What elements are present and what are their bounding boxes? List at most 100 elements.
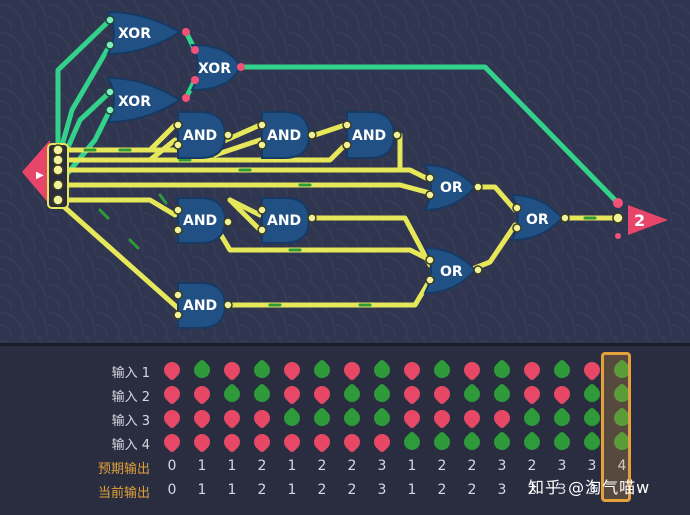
output-value-cell: 1: [227, 458, 237, 474]
output-value-cell: 3: [377, 482, 387, 498]
input-off-icon: [430, 382, 454, 406]
output-value-cell: 1: [197, 482, 207, 498]
output-value-cell: 2: [317, 458, 327, 474]
input-off-icon: [160, 430, 184, 454]
input-off-icon: [190, 382, 214, 406]
and-gate-5[interactable]: AND: [257, 197, 317, 244]
or-gate-2[interactable]: OR: [423, 246, 483, 295]
or-gate-1[interactable]: OR: [423, 163, 483, 212]
input-on-icon: [370, 382, 394, 406]
input-on-icon: [580, 406, 604, 430]
output-value-cell: 3: [497, 482, 507, 498]
output-value-cell: 2: [437, 458, 447, 474]
input-on-icon: [430, 358, 454, 382]
and-gate-2[interactable]: AND: [257, 111, 317, 159]
input-on-icon: [580, 430, 604, 454]
output-value-cell: 2: [467, 482, 477, 498]
input-off-icon: [460, 358, 484, 382]
and-gate-6[interactable]: AND: [173, 282, 233, 329]
input-off-icon: [580, 358, 604, 382]
input-on-icon: [340, 382, 364, 406]
output-value-cell: 1: [287, 482, 297, 498]
input-off-icon: [400, 358, 424, 382]
xor-gate-1[interactable]: XOR: [105, 10, 190, 56]
input-off-icon: [160, 358, 184, 382]
input-on-icon: [310, 358, 334, 382]
input-off-icon: [550, 382, 574, 406]
gate-label: XOR: [198, 61, 231, 77]
input-off-icon: [460, 406, 484, 430]
input-row-4: 输入 4: [0, 430, 690, 454]
input-on-icon: [280, 406, 304, 430]
input-off-icon: [190, 406, 214, 430]
output-value-cell: 4: [617, 458, 627, 474]
input-on-icon: [580, 382, 604, 406]
output-value-cell: 1: [287, 458, 297, 474]
input-off-icon: [370, 430, 394, 454]
row-label: 预期输出: [97, 462, 150, 477]
output-value-cell: 0: [167, 482, 177, 498]
output-value-cell: 2: [257, 458, 267, 474]
input-connector: ▶: [22, 140, 69, 209]
input-off-icon: [340, 430, 364, 454]
or-gate-3[interactable]: OR: [510, 193, 570, 242]
output-value-cell: 3: [557, 482, 567, 498]
row-label: 输入 3: [111, 414, 150, 429]
row-label: 输入 4: [111, 438, 150, 453]
output-value-cell: 3: [497, 458, 507, 474]
gate-label: AND: [267, 128, 301, 144]
input-on-icon: [250, 358, 274, 382]
input-row-1: 输入 1: [0, 358, 690, 382]
xor-gate-2[interactable]: XOR: [105, 76, 190, 124]
input-off-icon: [340, 358, 364, 382]
input-on-icon: [430, 430, 454, 454]
input-on-icon: [250, 382, 274, 406]
and-gate-3[interactable]: AND: [342, 111, 402, 159]
and-gate-1[interactable]: AND: [173, 111, 233, 159]
gate-label: AND: [183, 213, 217, 229]
input-on-icon: [340, 406, 364, 430]
input-row-3: 输入 3: [0, 406, 690, 430]
input-off-icon: [280, 358, 304, 382]
input-on-icon: [400, 430, 424, 454]
input-on-icon: [550, 430, 574, 454]
input-off-icon: [220, 358, 244, 382]
input-on-icon: [310, 406, 334, 430]
output-value-cell: 1: [197, 458, 207, 474]
output-value-cell: 2: [257, 482, 267, 498]
output-value-cell: 2: [437, 482, 447, 498]
input-off-icon: [310, 430, 334, 454]
output-value-cell: 2: [527, 482, 537, 498]
input-on-icon: [490, 430, 514, 454]
and-gate-4[interactable]: AND: [173, 197, 233, 244]
input-on-icon: [520, 430, 544, 454]
gate-label: OR: [440, 264, 463, 280]
output-value-cell: 2: [467, 458, 477, 474]
output-value-cell: 1: [407, 482, 417, 498]
input-on-icon: [220, 382, 244, 406]
input-on-icon: [460, 382, 484, 406]
gate-label: OR: [526, 212, 549, 228]
output-value-cell: 3: [557, 458, 567, 474]
row-label: 输入 1: [111, 366, 150, 381]
circuit-diagram: ▶ XOR XOR XOR AND: [22, 10, 668, 329]
input-off-icon: [520, 382, 544, 406]
input-off-icon: [490, 406, 514, 430]
input-on-icon: [490, 358, 514, 382]
xor-gate-3[interactable]: XOR: [190, 43, 245, 92]
circuit-board: ▶ XOR XOR XOR AND: [0, 0, 690, 346]
output-value-cell: 2: [347, 482, 357, 498]
input-off-icon: [220, 430, 244, 454]
input-on-icon: [520, 406, 544, 430]
gate-label: AND: [352, 128, 386, 144]
input-off-icon: [220, 406, 244, 430]
gate-label: AND: [267, 213, 301, 229]
input-off-icon: [280, 430, 304, 454]
watermark: 知乎 @淘气喵w: [528, 478, 651, 497]
input-on-icon: [550, 358, 574, 382]
input-on-icon: [460, 430, 484, 454]
row-label: 当前输出: [97, 486, 150, 501]
input-off-icon: [280, 382, 304, 406]
